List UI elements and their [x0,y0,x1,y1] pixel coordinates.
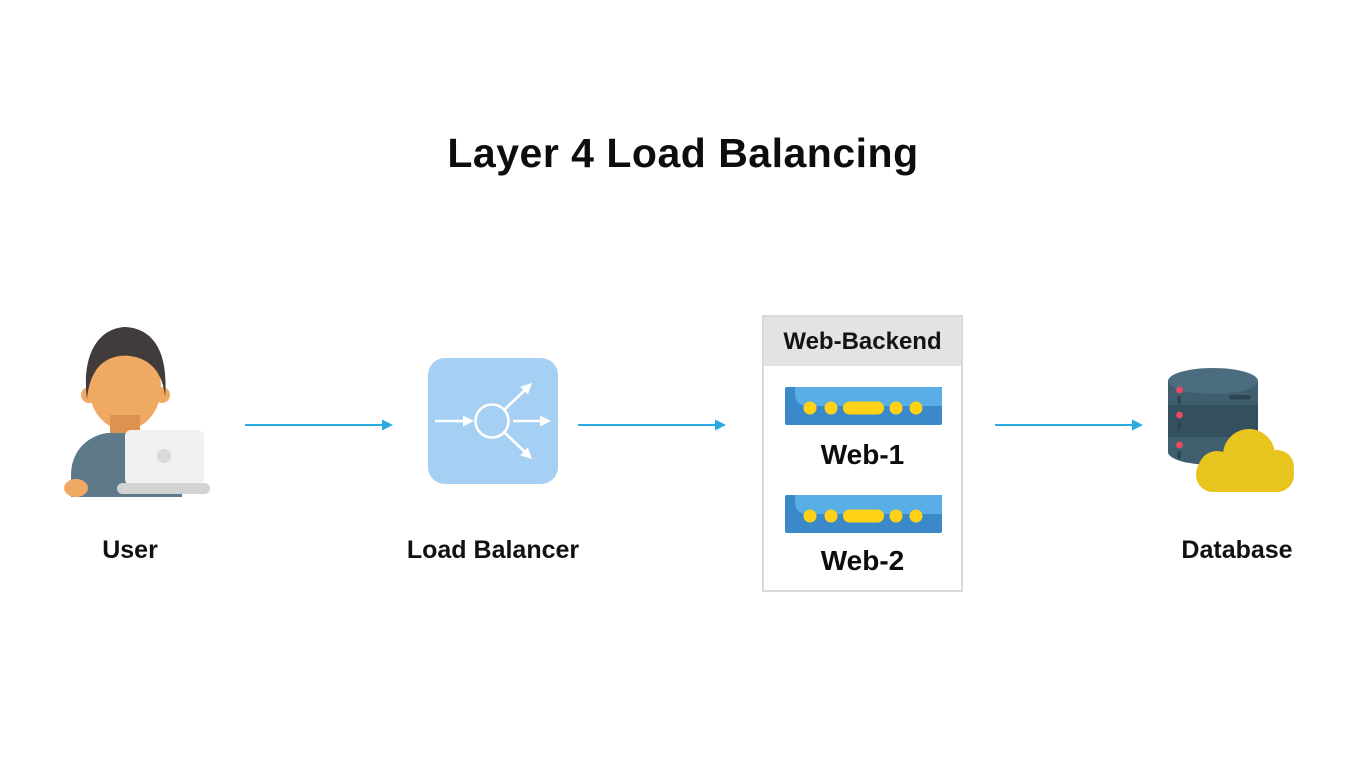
database-icon [1168,368,1294,492]
laptop-base [117,483,210,494]
web-backend-group: Web-Backend Web-1 Web-2 [762,315,963,592]
web-backend-header: Web-Backend [764,317,961,366]
server-web2-label: Web-2 [820,545,905,576]
server-web2-icon [785,495,942,533]
load-balancer-label: Load Balancer [406,536,580,564]
user-hair [85,327,166,399]
user-icon [64,327,210,497]
arrow-head [382,419,393,431]
load-balancer-glyph-lines [435,389,540,453]
database-led-lights [1176,386,1183,449]
user-hand [64,479,88,497]
server-top-panel [795,387,942,406]
user-skin [81,344,170,430]
server-web1-label: Web-1 [820,439,905,470]
load-balancer-glyph-heads [463,383,551,459]
database-top-ellipse [1168,368,1258,394]
database-label: Database [1181,536,1293,564]
page-title: Layer 4 Load Balancing [447,130,919,176]
arrow-head [1132,419,1143,431]
database-detail-marks [1177,395,1251,459]
arrow-backend-to-database [995,419,1143,431]
load-balancer-icon [428,358,558,484]
arrow-head [715,419,726,431]
server-lights [803,401,923,415]
cloud-icon [1196,429,1294,492]
arrow-loadbalancer-to-backend [578,419,726,431]
server-top-panel [795,495,942,514]
arrow-user-to-loadbalancer [245,419,393,431]
server-web1-icon [785,387,942,425]
laptop-logo [157,449,171,463]
user-label: User [102,536,158,564]
server-lights [803,509,923,523]
